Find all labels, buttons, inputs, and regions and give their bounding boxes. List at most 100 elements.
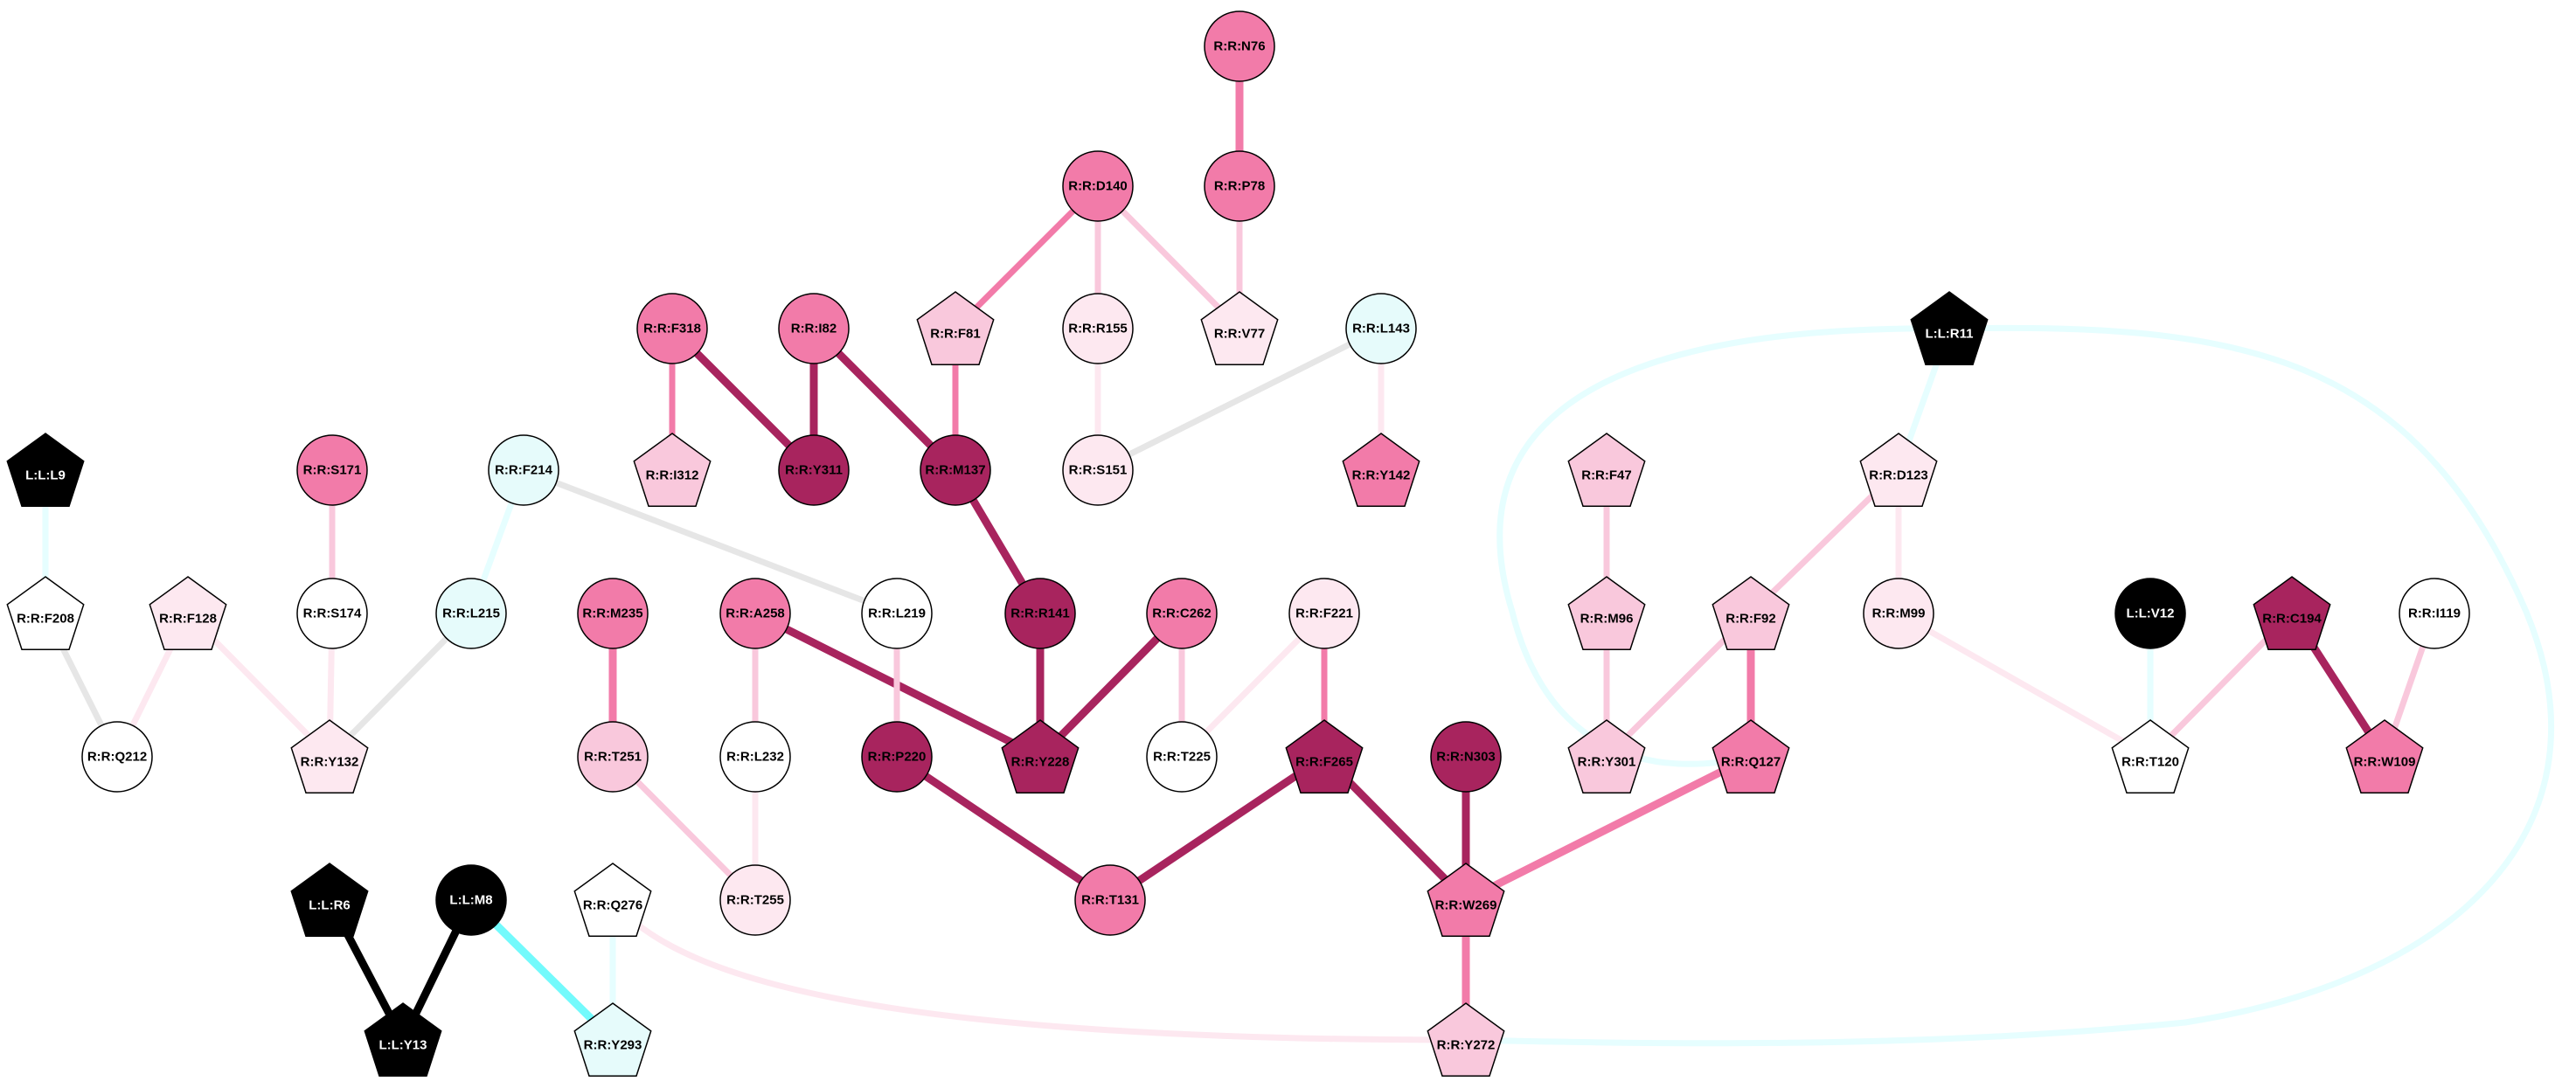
node-r-r-i312[interactable]: R:R:I312 [633,433,712,507]
edge-l-l-r11-to-r-r-q127 [1496,325,1953,767]
node-r-r-l143[interactable]: R:R:L143 [1345,293,1417,364]
node-circle-shape [296,434,368,506]
node-label: L:L:R11 [1925,327,1973,342]
node-r-r-q276[interactable]: R:R:Q276 [573,863,652,937]
node-circle-shape [861,578,933,649]
node-r-r-f92[interactable]: R:R:F92 [1712,576,1790,650]
node-r-r-t225[interactable]: R:R:T225 [1146,721,1218,793]
node-r-r-f221[interactable]: R:R:F221 [1288,578,1360,649]
node-pentagon-shape [1200,291,1279,365]
node-label: R:R:W269 [1435,898,1497,913]
node-r-r-l232[interactable]: R:R:L232 [719,721,791,793]
node-r-r-d140[interactable]: R:R:D140 [1062,150,1134,222]
node-label: R:R:T225 [1153,750,1211,765]
node-label: R:R:L219 [868,606,926,621]
node-l-l-m8[interactable]: L:L:M8 [435,864,507,936]
node-circle-shape [81,721,153,793]
node-l-l-r6[interactable]: L:L:R6 [290,863,369,937]
edge-r-r-p220-to-r-r-t131 [892,752,1114,904]
node-label: R:R:Q212 [87,750,147,765]
node-pentagon-shape [290,863,369,937]
node-r-r-m235[interactable]: R:R:M235 [577,578,649,649]
node-r-r-m96[interactable]: R:R:M96 [1567,576,1646,650]
node-r-r-l219[interactable]: R:R:L219 [861,578,933,649]
node-r-r-y228[interactable]: R:R:Y228 [1001,719,1080,793]
node-r-r-f214[interactable]: R:R:F214 [488,434,559,506]
node-r-r-p78[interactable]: R:R:P78 [1204,150,1275,222]
node-circle-shape [2399,578,2470,649]
node-r-r-n76[interactable]: R:R:N76 [1204,10,1275,82]
node-r-r-p220[interactable]: R:R:P220 [861,721,933,793]
node-r-r-r141[interactable]: R:R:R141 [1004,578,1076,649]
node-r-r-w109[interactable]: R:R:W109 [2345,719,2424,793]
node-label: R:R:F265 [1295,755,1353,770]
node-r-r-f128[interactable]: R:R:F128 [149,576,227,650]
edges-layer [42,42,2554,1047]
node-circle-shape [1062,434,1134,506]
node-label: R:R:F214 [495,463,553,478]
node-label: R:R:M137 [925,463,985,478]
node-label: R:R:M96 [1580,612,1634,627]
node-pentagon-shape [916,291,995,365]
node-pentagon-shape [1910,291,1989,365]
node-r-r-n303[interactable]: R:R:N303 [1430,721,1502,793]
node-r-r-f81[interactable]: R:R:F81 [916,291,995,365]
node-r-r-t251[interactable]: R:R:T251 [577,721,649,793]
node-pentagon-shape [1567,576,1646,650]
node-r-r-f208[interactable]: R:R:F208 [6,576,85,650]
node-circle-shape [719,864,791,936]
node-r-r-v77[interactable]: R:R:V77 [1200,291,1279,365]
node-circle-shape [1204,150,1275,222]
node-r-r-f47[interactable]: R:R:F47 [1567,433,1646,507]
node-r-r-f265[interactable]: R:R:F265 [1285,719,1364,793]
node-r-r-d123[interactable]: R:R:D123 [1859,433,1938,507]
node-label: R:R:A258 [726,606,785,621]
node-r-r-t120[interactable]: R:R:T120 [2111,719,2190,793]
node-l-l-v12[interactable]: L:L:V12 [2114,578,2186,649]
node-r-r-t131[interactable]: R:R:T131 [1074,864,1146,936]
node-label: R:R:M99 [1872,606,1926,621]
node-r-r-r155[interactable]: R:R:R155 [1062,293,1134,364]
node-r-r-c194[interactable]: R:R:C194 [2253,576,2331,650]
node-l-l-l9[interactable]: L:L:L9 [6,433,85,507]
node-r-r-y301[interactable]: R:R:Y301 [1567,719,1646,793]
node-r-r-i119[interactable]: R:R:I119 [2399,578,2470,649]
node-circle-shape [488,434,559,506]
node-pentagon-shape [1712,719,1790,793]
node-r-r-q212[interactable]: R:R:Q212 [81,721,153,793]
node-r-r-q127[interactable]: R:R:Q127 [1712,719,1790,793]
node-pentagon-shape [364,1002,442,1077]
node-r-r-w269[interactable]: R:R:W269 [1427,863,1505,937]
node-r-r-s171[interactable]: R:R:S171 [296,434,368,506]
node-l-l-y13[interactable]: L:L:Y13 [364,1002,442,1077]
node-label: R:R:Y132 [301,755,359,770]
node-r-r-s151[interactable]: R:R:S151 [1062,434,1134,506]
node-label: R:R:T255 [726,893,784,908]
node-label: R:R:T120 [2121,755,2179,770]
node-r-r-y311[interactable]: R:R:Y311 [778,434,850,506]
node-r-r-y272[interactable]: R:R:Y272 [1427,1002,1505,1077]
node-r-r-m99[interactable]: R:R:M99 [1863,578,1934,649]
node-r-r-m137[interactable]: R:R:M137 [920,434,991,506]
node-r-r-y132[interactable]: R:R:Y132 [290,719,369,793]
node-r-r-y293[interactable]: R:R:Y293 [573,1002,652,1077]
node-r-r-a258[interactable]: R:R:A258 [719,578,791,649]
node-r-r-f318[interactable]: R:R:F318 [636,293,708,364]
node-label: R:R:P220 [868,750,927,765]
node-circle-shape [2114,578,2186,649]
node-r-r-c262[interactable]: R:R:C262 [1146,578,1218,649]
node-r-r-y142[interactable]: R:R:Y142 [1342,433,1420,507]
node-l-l-r11[interactable]: L:L:R11 [1910,291,1989,365]
node-label: R:R:I312 [646,468,699,483]
node-r-r-s174[interactable]: R:R:S174 [296,578,368,649]
node-r-r-t255[interactable]: R:R:T255 [719,864,791,936]
node-r-r-l215[interactable]: R:R:L215 [435,578,507,649]
node-circle-shape [435,864,507,936]
node-label: R:R:L232 [726,750,784,765]
node-circle-shape [778,434,850,506]
node-label: R:R:M235 [582,606,642,621]
node-label: R:R:Y272 [1437,1038,1496,1053]
node-circle-shape [435,578,507,649]
node-r-r-i82[interactable]: R:R:I82 [778,293,850,364]
